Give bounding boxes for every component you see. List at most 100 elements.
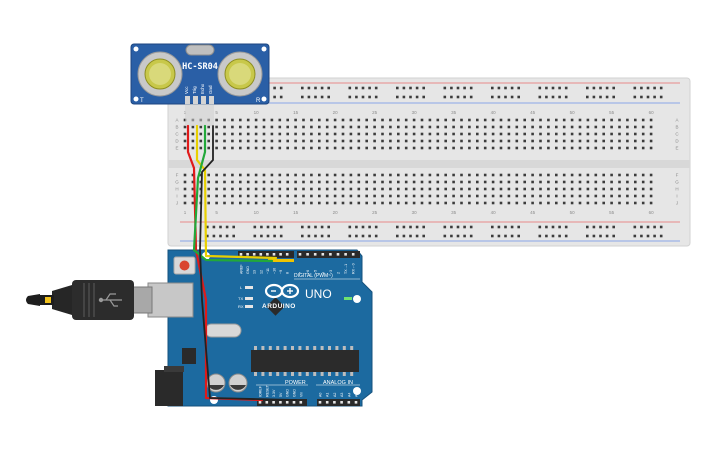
- rail-hole[interactable]: [443, 86, 447, 90]
- breadboard-hole[interactable]: [499, 139, 503, 143]
- breadboard-hole[interactable]: [547, 146, 550, 150]
- breadboard-hole[interactable]: [468, 180, 471, 184]
- breadboard-hole[interactable]: [618, 118, 621, 122]
- rail-hole[interactable]: [646, 86, 650, 90]
- breadboard-hole[interactable]: [491, 146, 495, 150]
- rail-hole[interactable]: [551, 225, 555, 229]
- breadboard-hole[interactable]: [239, 132, 242, 136]
- breadboard-hole[interactable]: [270, 201, 274, 205]
- rail-hole[interactable]: [659, 95, 663, 99]
- rail-hole[interactable]: [396, 86, 399, 90]
- breadboard-hole[interactable]: [452, 173, 455, 177]
- rail-hole[interactable]: [409, 95, 412, 99]
- rail-hole[interactable]: [266, 234, 270, 238]
- rail-hole[interactable]: [586, 234, 589, 238]
- breadboard-hole[interactable]: [286, 125, 289, 129]
- breadboard-hole[interactable]: [341, 132, 345, 136]
- breadboard-hole[interactable]: [483, 187, 487, 191]
- rail-hole[interactable]: [320, 86, 324, 90]
- breadboard-hole[interactable]: [349, 194, 353, 198]
- breadboard-hole[interactable]: [523, 187, 526, 191]
- breadboard-hole[interactable]: [499, 180, 503, 184]
- breadboard-hole[interactable]: [318, 187, 321, 191]
- rail-hole[interactable]: [219, 234, 222, 238]
- breadboard-hole[interactable]: [357, 139, 361, 143]
- breadboard-hole[interactable]: [262, 180, 266, 184]
- breadboard-hole[interactable]: [262, 125, 266, 129]
- breadboard-hole[interactable]: [491, 187, 495, 191]
- breadboard-hole[interactable]: [207, 187, 210, 191]
- breadboard-hole[interactable]: [294, 146, 297, 150]
- breadboard-hole[interactable]: [618, 201, 621, 205]
- breadboard-hole[interactable]: [499, 194, 503, 198]
- breadboard-hole[interactable]: [254, 187, 258, 191]
- rail-hole[interactable]: [469, 95, 473, 99]
- rail-hole[interactable]: [605, 86, 609, 90]
- breadboard-hole[interactable]: [231, 173, 234, 177]
- breadboard-hole[interactable]: [539, 180, 542, 184]
- breadboard-hole[interactable]: [570, 146, 574, 150]
- breadboard-hole[interactable]: [523, 132, 526, 136]
- breadboard-hole[interactable]: [523, 201, 526, 205]
- breadboard-hole[interactable]: [610, 194, 613, 198]
- breadboard-hole[interactable]: [641, 180, 645, 184]
- rail-hole[interactable]: [314, 95, 317, 99]
- rail-hole[interactable]: [279, 225, 283, 229]
- breadboard-hole[interactable]: [318, 139, 321, 143]
- breadboard-hole[interactable]: [223, 173, 226, 177]
- rail-hole[interactable]: [212, 225, 216, 229]
- rail-hole[interactable]: [355, 225, 358, 229]
- rail-hole[interactable]: [368, 234, 371, 238]
- breadboard-hole[interactable]: [452, 132, 455, 136]
- header-pin[interactable]: [285, 253, 289, 256]
- breadboard-hole[interactable]: [649, 180, 653, 184]
- breadboard-hole[interactable]: [215, 132, 218, 136]
- rail-hole[interactable]: [361, 86, 365, 90]
- breadboard-hole[interactable]: [333, 194, 337, 198]
- breadboard-hole[interactable]: [531, 139, 534, 143]
- breadboard-hole[interactable]: [491, 173, 495, 177]
- breadboard-hole[interactable]: [594, 139, 598, 143]
- rail-hole[interactable]: [314, 234, 317, 238]
- breadboard-hole[interactable]: [539, 132, 542, 136]
- breadboard-hole[interactable]: [223, 118, 226, 122]
- breadboard-hole[interactable]: [483, 118, 487, 122]
- breadboard-hole[interactable]: [531, 146, 534, 150]
- usb-cable[interactable]: [26, 280, 153, 320]
- breadboard-hole[interactable]: [246, 146, 250, 150]
- breadboard-hole[interactable]: [397, 201, 400, 205]
- breadboard-hole[interactable]: [302, 125, 305, 129]
- breadboard-hole[interactable]: [349, 180, 353, 184]
- header-pin[interactable]: [344, 253, 347, 256]
- breadboard-hole[interactable]: [412, 201, 416, 205]
- breadboard-hole[interactable]: [499, 201, 503, 205]
- breadboard-hole[interactable]: [349, 125, 353, 129]
- breadboard-hole[interactable]: [523, 173, 526, 177]
- breadboard-hole[interactable]: [365, 194, 368, 198]
- breadboard-hole[interactable]: [570, 125, 574, 129]
- breadboard-hole[interactable]: [302, 146, 305, 150]
- rail-hole[interactable]: [463, 234, 466, 238]
- breadboard-hole[interactable]: [310, 187, 313, 191]
- breadboard-hole[interactable]: [246, 125, 250, 129]
- breadboard-hole[interactable]: [357, 118, 361, 122]
- rail-hole[interactable]: [551, 95, 555, 99]
- rail-hole[interactable]: [368, 225, 371, 229]
- rail-hole[interactable]: [450, 225, 453, 229]
- breadboard-hole[interactable]: [254, 118, 258, 122]
- breadboard-hole[interactable]: [318, 132, 321, 136]
- rail-hole[interactable]: [497, 95, 501, 99]
- rail-hole[interactable]: [409, 86, 412, 90]
- breadboard-hole[interactable]: [207, 139, 210, 143]
- breadboard-hole[interactable]: [476, 173, 479, 177]
- breadboard-hole[interactable]: [452, 194, 455, 198]
- rail-hole[interactable]: [592, 86, 596, 90]
- breadboard-hole[interactable]: [515, 132, 519, 136]
- breadboard-hole[interactable]: [412, 187, 416, 191]
- breadboard-hole[interactable]: [262, 146, 266, 150]
- breadboard-hole[interactable]: [278, 180, 282, 184]
- header-pin[interactable]: [299, 401, 303, 404]
- rail-hole[interactable]: [443, 234, 447, 238]
- breadboard-hole[interactable]: [602, 201, 605, 205]
